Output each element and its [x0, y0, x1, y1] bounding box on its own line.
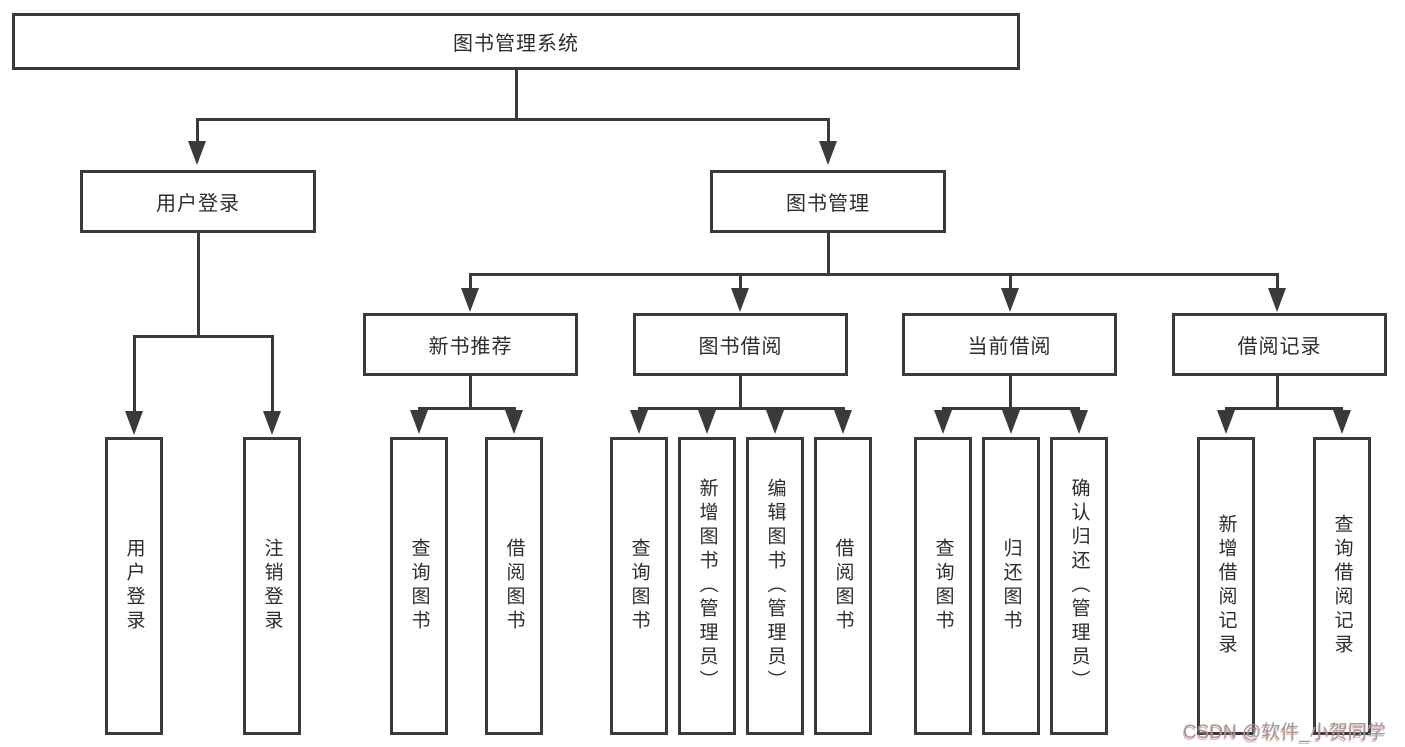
connector-arrowhead: [819, 141, 837, 165]
connector-arrowhead: [263, 411, 281, 435]
leaf-edit-books-admin: 编辑图书（管理员）: [746, 437, 804, 735]
connector-line: [469, 273, 472, 291]
connector-arrowhead: [1217, 410, 1235, 434]
leaf-add-borrow-record: 新增借阅记录: [1197, 437, 1255, 735]
connector-line: [1276, 273, 1279, 291]
leaf-user-login: 用户登录: [105, 437, 163, 735]
connector-arrowhead: [410, 410, 428, 434]
leaf-borrow-books-2: 借阅图书: [814, 437, 872, 735]
node-root-library-management-system: 图书管理系统: [12, 13, 1020, 70]
connector-arrowhead: [834, 410, 852, 434]
connector-line: [196, 118, 830, 121]
leaf-borrow-books-1: 借阅图书: [485, 437, 543, 735]
connector-line: [133, 335, 136, 413]
connector-arrowhead: [1002, 410, 1020, 434]
connector-arrowhead: [125, 411, 143, 435]
node-book-borrowing: 图书借阅: [633, 313, 848, 376]
leaf-return-books: 归还图书: [982, 437, 1040, 735]
node-user-login: 用户登录: [80, 170, 316, 233]
connector-line: [271, 335, 274, 413]
connector-line: [196, 118, 199, 144]
leaf-query-books-2: 查询图书: [610, 437, 668, 735]
connector-line: [469, 273, 1279, 276]
connector-arrowhead: [461, 288, 479, 312]
connector-arrowhead: [1333, 410, 1351, 434]
connector-line: [638, 407, 845, 410]
connector-arrowhead: [766, 410, 784, 434]
leaf-query-books-3: 查询图书: [914, 437, 972, 735]
connector-arrowhead: [1268, 288, 1286, 312]
connector-line: [739, 273, 742, 291]
leaf-query-books-1: 查询图书: [390, 437, 448, 735]
connector-line: [1009, 273, 1012, 291]
csdn-watermark: CSDN @软件_小贺同学: [1183, 722, 1386, 743]
connector-line: [827, 118, 830, 144]
node-new-book-recommendation: 新书推荐: [363, 313, 578, 376]
connector-line: [1276, 376, 1279, 410]
connector-arrowhead: [698, 410, 716, 434]
connector-arrowhead: [934, 410, 952, 434]
connector-line: [418, 407, 516, 410]
connector-line: [827, 233, 830, 273]
connector-arrowhead: [188, 141, 206, 165]
leaf-add-books-admin: 新增图书（管理员）: [678, 437, 736, 735]
connector-line: [197, 233, 200, 335]
leaf-confirm-return-admin: 确认归还（管理员）: [1050, 437, 1108, 735]
node-book-management: 图书管理: [710, 170, 946, 233]
connector-line: [942, 407, 1080, 410]
connector-arrowhead: [1001, 288, 1019, 312]
connector-line: [739, 376, 742, 410]
connector-line: [1225, 407, 1343, 410]
leaf-logout: 注销登录: [243, 437, 301, 735]
connector-line: [515, 70, 518, 118]
connector-arrowhead: [1070, 410, 1088, 434]
connector-arrowhead: [505, 410, 523, 434]
connector-arrowhead: [731, 288, 749, 312]
leaf-query-borrow-record: 查询借阅记录: [1313, 437, 1371, 735]
node-current-borrowing: 当前借阅: [902, 313, 1117, 376]
connector-line: [133, 335, 274, 338]
connector-line: [1009, 376, 1012, 410]
connector-line: [469, 376, 472, 410]
connector-arrowhead: [630, 410, 648, 434]
node-borrowing-records: 借阅记录: [1172, 313, 1387, 376]
